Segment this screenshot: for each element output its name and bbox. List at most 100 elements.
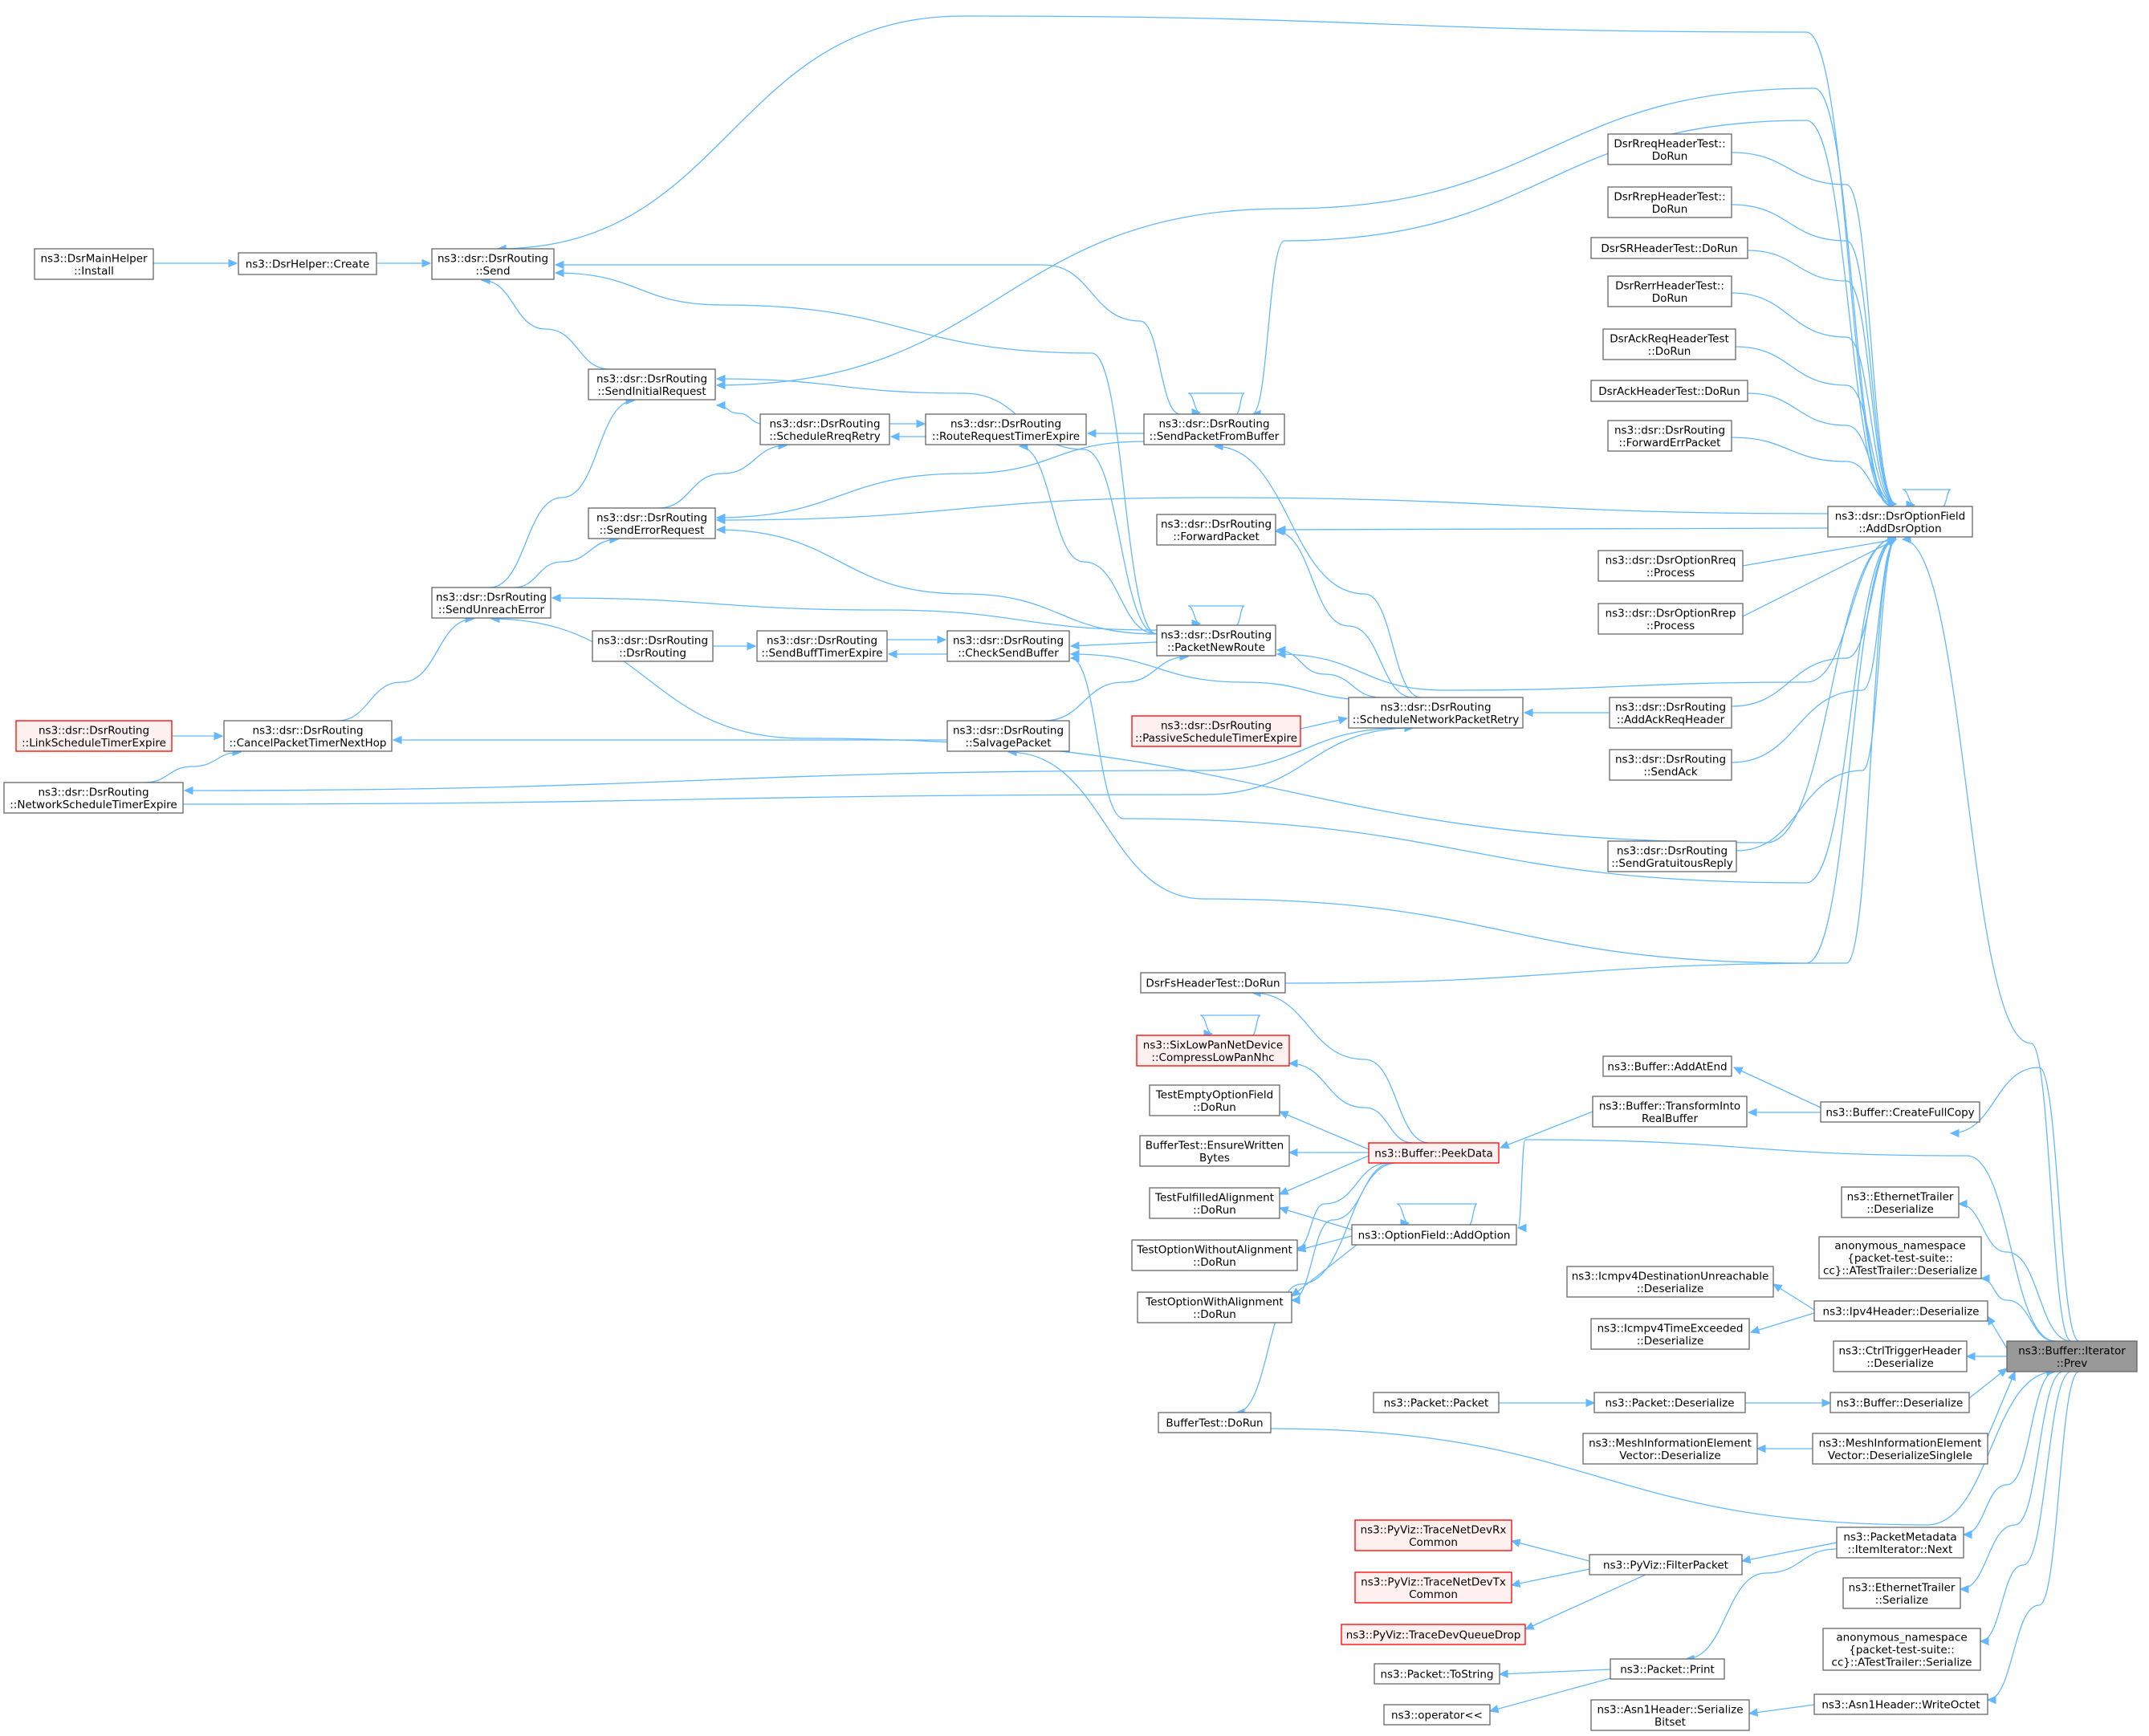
- node-option-field-add-option[interactable]: ns3::OptionField::AddOption: [1351, 1224, 1517, 1246]
- node-send-initial-request[interactable]: ns3::dsr::DsrRouting::SendInitialRequest: [588, 368, 716, 400]
- node-buffer-test-dorun[interactable]: BufferTest::DoRun: [1158, 1412, 1272, 1433]
- node-ipv4-header-deserialize[interactable]: ns3::Ipv4Header::Deserialize: [1813, 1300, 1988, 1322]
- node-option-rreq-process[interactable]: ns3::dsr::DsrOptionRreq::Process: [1598, 550, 1744, 582]
- node-operator-lshift[interactable]: ns3::operator<<: [1383, 1704, 1491, 1726]
- edge-send-initial-request-to-routing-send: [480, 275, 611, 370]
- node-mainhelper-install[interactable]: ns3::DsrMainHelper::Install: [34, 248, 154, 280]
- node-packet-to-string[interactable]: ns3::Packet::ToString: [1374, 1663, 1500, 1685]
- node-label-line: DsrAckHeaderTest::DoRun: [1598, 385, 1740, 398]
- node-packet-packet[interactable]: ns3::Packet::Packet: [1373, 1392, 1500, 1413]
- node-box: [1149, 1084, 1280, 1116]
- node-salvage-packet[interactable]: ns3::dsr::DsrRouting::SalvagePacket: [946, 720, 1070, 752]
- node-check-send-buffer[interactable]: ns3::dsr::DsrRouting::CheckSendBuffer: [946, 630, 1070, 662]
- node-item-iterator-next[interactable]: ns3::PacketMetadata::ItemIterator::Next: [1836, 1527, 1964, 1559]
- node-asn1-write-octet[interactable]: ns3::Asn1Header::WriteOctet: [1813, 1693, 1988, 1715]
- node-ack-header-test[interactable]: DsrAckHeaderTest::DoRun: [1590, 380, 1748, 402]
- node-route-request-timer-expire[interactable]: ns3::dsr::DsrRouting::RouteRequestTimerE…: [925, 413, 1087, 445]
- node-label-line: Vector::Deserialize: [1619, 1449, 1720, 1462]
- node-trace-dev-queue-drop[interactable]: ns3::PyViz::TraceDevQueueDrop: [1341, 1624, 1526, 1645]
- node-label-line: ns3::dsr::DsrRouting: [597, 634, 708, 647]
- node-schedule-network-packet-retry[interactable]: ns3::dsr::DsrRouting::ScheduleNetworkPac…: [1348, 697, 1524, 729]
- node-send-gratuitous-reply[interactable]: ns3::dsr::DsrRouting::SendGratuitousRepl…: [1607, 840, 1737, 872]
- node-rrep-header-test[interactable]: DsrRrepHeaderTest::DoRun: [1607, 186, 1732, 218]
- node-buffer-deserialize[interactable]: ns3::Buffer::Deserialize: [1829, 1392, 1970, 1413]
- node-rerr-header-test[interactable]: DsrRerrHeaderTest::DoRun: [1607, 275, 1732, 307]
- node-test-fulfilled-alignment[interactable]: TestFulfilledAlignment::DoRun: [1149, 1187, 1280, 1219]
- node-box: [1610, 1658, 1725, 1680]
- edge-add-dsr-option-to-forward-packet: [1276, 525, 1829, 535]
- node-compress-lowpan-nhc[interactable]: ns3::SixLowPanNetDevice::CompressLowPanN…: [1136, 1035, 1290, 1067]
- edge-cancel-packet-timer-next-hop-to-send-unreach-error: [336, 614, 475, 722]
- node-label-line: ::SendPacketFromBuffer: [1150, 430, 1280, 443]
- node-forward-err-packet[interactable]: ns3::dsr::DsrRouting::ForwardErrPacket: [1607, 420, 1732, 452]
- node-send-packet-from-buffer[interactable]: ns3::dsr::DsrRouting::SendPacketFromBuff…: [1143, 413, 1285, 445]
- node-icmpv4-dest-unreachable[interactable]: ns3::Icmpv4DestinationUnreachable::Deser…: [1566, 1266, 1774, 1298]
- node-option-rrep-process[interactable]: ns3::dsr::DsrOptionRrep::Process: [1598, 603, 1744, 635]
- node-schedule-rreq-retry[interactable]: ns3::dsr::DsrRouting::ScheduleRreqRetry: [759, 413, 890, 445]
- node-atest-trailer-serialize[interactable]: anonymous_namespace{packet-test-suite::c…: [1822, 1628, 1981, 1671]
- node-atest-trailer-deserialize[interactable]: anonymous_namespace{packet-test-suite::c…: [1818, 1236, 1982, 1279]
- node-send-ack[interactable]: ns3::dsr::DsrRouting::SendAck: [1609, 749, 1732, 781]
- node-fs-header-test[interactable]: DsrFsHeaderTest::DoRun: [1140, 972, 1286, 994]
- node-send-buff-timer-expire[interactable]: ns3::dsr::DsrRouting::SendBuffTimerExpir…: [756, 630, 888, 662]
- node-icmpv4-time-exceeded[interactable]: ns3::Icmpv4TimeExceeded::Deserialize: [1590, 1318, 1750, 1350]
- node-packet-new-route[interactable]: ns3::dsr::DsrRouting::PacketNewRoute: [1156, 624, 1276, 657]
- edge-add-dsr-option-to-add-dsr-option: [1902, 489, 1952, 510]
- node-network-schedule-timer-expire[interactable]: ns3::dsr::DsrRouting::NetworkScheduleTim…: [3, 782, 184, 814]
- edge-iterator-prev-to-ipv4-header-deserialize: [1987, 1315, 2008, 1349]
- node-ethernet-trailer-serialize[interactable]: ns3::EthernetTrailer::Serialize: [1842, 1577, 1961, 1609]
- node-label-line: ::Process: [1646, 567, 1695, 579]
- node-label-line: ns3::dsr::DsrRouting: [767, 634, 877, 647]
- node-ackreq-header-test[interactable]: DsrAckReqHeaderTest::DoRun: [1602, 328, 1736, 360]
- node-create-full-copy[interactable]: ns3::Buffer::CreateFullCopy: [1820, 1101, 1980, 1123]
- node-box: [1354, 1519, 1512, 1551]
- node-filter-packet[interactable]: ns3::PyViz::FilterPacket: [1589, 1554, 1743, 1575]
- node-box: [3, 782, 184, 814]
- node-mesh-vector-deserialize[interactable]: ns3::MeshInformationElementVector::Deser…: [1582, 1433, 1758, 1465]
- node-packet-deserialize[interactable]: ns3::Packet::Deserialize: [1593, 1392, 1746, 1413]
- node-label-line: ns3::dsr::DsrOptionRrep: [1606, 607, 1736, 620]
- node-send-unreach-error[interactable]: ns3::dsr::DsrRouting::SendUnreachError: [431, 587, 551, 619]
- node-helper-create[interactable]: ns3::DsrHelper::Create: [238, 252, 377, 275]
- node-box: [925, 413, 1087, 445]
- node-packet-print[interactable]: ns3::Packet::Print: [1610, 1658, 1725, 1680]
- node-test-empty-option-field[interactable]: TestEmptyOptionField::DoRun: [1149, 1084, 1280, 1116]
- node-passive-schedule-timer-expire[interactable]: ns3::dsr::DsrRouting::PassiveScheduleTim…: [1131, 715, 1301, 747]
- node-add-ack-req-header[interactable]: ns3::dsr::DsrRouting::AddAckReqHeader: [1609, 697, 1732, 729]
- edge-iterator-prev-to-asn1-write-octet: [1986, 1371, 2080, 1705]
- node-routing-send[interactable]: ns3::dsr::DsrRouting::Send: [431, 248, 555, 280]
- node-dsr-routing-ctor[interactable]: ns3::dsr::DsrRouting::DsrRouting: [592, 630, 714, 662]
- node-rreq-header-test[interactable]: DsrRreqHeaderTest::DoRun: [1607, 133, 1732, 165]
- node-cancel-packet-timer-next-hop[interactable]: ns3::dsr::DsrRouting::CancelPacketTimerN…: [223, 720, 393, 752]
- edge-schedule-rreq-retry-to-send-initial-request: [715, 400, 763, 425]
- node-forward-packet[interactable]: ns3::dsr::DsrRouting::ForwardPacket: [1156, 514, 1276, 546]
- node-box: [1609, 749, 1732, 781]
- node-box: [1158, 1412, 1272, 1433]
- node-buffer-add-at-end[interactable]: ns3::Buffer::AddAtEnd: [1602, 1055, 1732, 1077]
- node-label-line: {packet-test-suite::: [1849, 1644, 1955, 1657]
- node-link-schedule-timer-expire[interactable]: ns3::dsr::DsrRouting::LinkScheduleTimerE…: [15, 720, 173, 752]
- node-ctrl-trigger-deserialize[interactable]: ns3::CtrlTriggerHeader::Deserialize: [1833, 1340, 1968, 1372]
- edge-ipv4-header-deserialize-to-icmpv4-time-exceeded: [1749, 1312, 1815, 1334]
- node-label-line: ns3::dsr::DsrRouting: [596, 372, 707, 385]
- node-label-line: ::Send: [475, 265, 510, 278]
- node-add-dsr-option[interactable]: ns3::dsr::DsrOptionField::AddDsrOption: [1827, 506, 1973, 538]
- node-ethernet-trailer-deserialize[interactable]: ns3::EthernetTrailer::Deserialize: [1841, 1186, 1960, 1218]
- node-peek-data[interactable]: ns3::Buffer::PeekData: [1368, 1142, 1500, 1164]
- edge-peek-data-to-buffer-test-ensure: [1288, 1148, 1369, 1157]
- edge-send-packet-from-buffer-to-send-error-request: [715, 441, 1145, 522]
- node-label-line: ::SendInitialRequest: [597, 385, 706, 398]
- node-mesh-deserialize-single-ie[interactable]: ns3::MeshInformationElementVector::Deser…: [1812, 1433, 1988, 1465]
- node-test-option-without-alignment[interactable]: TestOptionWithoutAlignment::DoRun: [1131, 1239, 1298, 1271]
- edge-packet-deserialize-to-buffer-deserialize: [1745, 1398, 1832, 1408]
- node-send-error-request[interactable]: ns3::dsr::DsrRouting::SendErrorRequest: [588, 507, 716, 539]
- node-test-option-with-alignment[interactable]: TestOptionWithAlignment::DoRun: [1137, 1291, 1292, 1323]
- node-sr-header-test[interactable]: DsrSRHeaderTest::DoRun: [1590, 237, 1748, 259]
- node-box: [1140, 972, 1286, 994]
